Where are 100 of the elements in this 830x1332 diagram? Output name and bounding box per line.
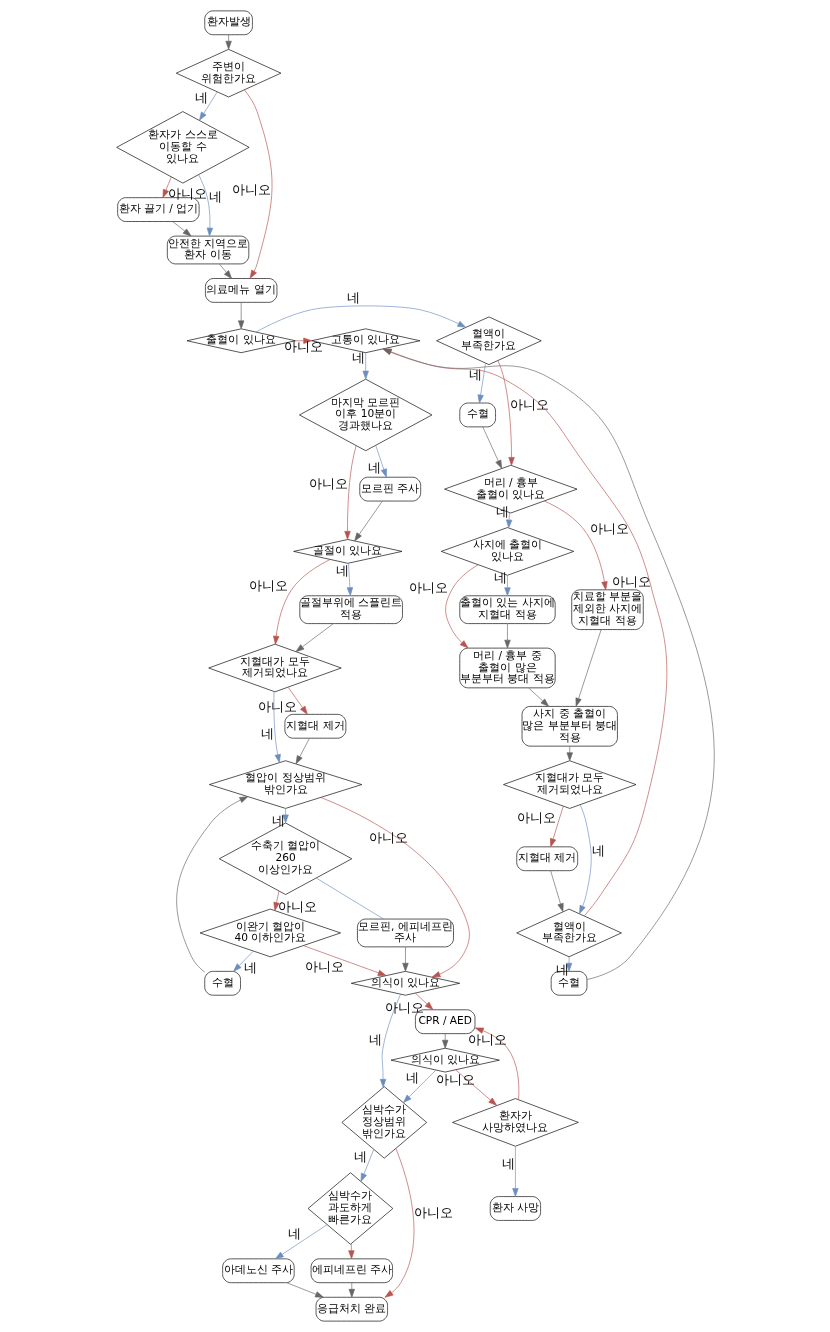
arrow bbox=[302, 945, 386, 976]
arrow bbox=[197, 174, 213, 237]
arrow bbox=[319, 797, 470, 978]
arrow bbox=[477, 362, 486, 404]
edge-label: 아니오 bbox=[589, 521, 629, 537]
arrow bbox=[503, 623, 511, 649]
node-box: 환자 사망 bbox=[489, 1196, 541, 1221]
node-box: 모르핀 주사 bbox=[358, 476, 421, 502]
arrow bbox=[281, 808, 289, 824]
node-box: 환자발생 bbox=[203, 10, 253, 36]
arrow bbox=[295, 738, 310, 765]
edge-label: 아니오 bbox=[467, 1032, 507, 1048]
node-box: 의료메뉴 열기 bbox=[204, 278, 277, 303]
edge-label: 네 bbox=[287, 1225, 301, 1241]
arrow bbox=[566, 745, 573, 762]
edge-label: 네 bbox=[405, 1070, 419, 1086]
edge-label: 네 bbox=[260, 725, 274, 741]
arrow bbox=[402, 1069, 436, 1103]
arrow bbox=[382, 348, 667, 917]
arrow bbox=[379, 994, 401, 1088]
arrow bbox=[382, 348, 715, 980]
edge-label: 아니오 bbox=[308, 476, 348, 492]
arrow bbox=[441, 1033, 448, 1049]
edge-label: 네 bbox=[468, 367, 482, 383]
arrow bbox=[497, 360, 515, 466]
arrow bbox=[171, 221, 191, 237]
arrow bbox=[286, 1282, 324, 1298]
edge-label: 네 bbox=[346, 289, 360, 305]
arrow bbox=[454, 1069, 497, 1106]
node-diamond: 마지막 모르핀 이후 10분이 경과했나요 bbox=[298, 378, 432, 452]
node-box: 치료할 부분을 제외한 사지에 지혈대 적용 bbox=[570, 589, 644, 630]
node-box: 아데노신 주사 bbox=[221, 1258, 294, 1284]
edge-label: 아니오 bbox=[435, 1071, 475, 1087]
arrow bbox=[511, 1146, 519, 1197]
node-box: 에피네프린 주사 bbox=[310, 1258, 393, 1284]
arrow bbox=[401, 946, 409, 972]
arrow bbox=[384, 1148, 414, 1298]
edge-label: 네 bbox=[591, 843, 605, 859]
node-diamond: 혈액이 부족한가요 bbox=[435, 316, 542, 365]
arrow bbox=[578, 804, 592, 914]
arrow bbox=[255, 305, 466, 333]
arrow bbox=[287, 686, 308, 715]
edge-label: 네 bbox=[501, 1155, 515, 1171]
node-diamond: 지혈대가 모두 제거되었나요 bbox=[502, 760, 636, 809]
arrow bbox=[237, 302, 244, 330]
arrow bbox=[353, 500, 383, 542]
node-diamond: 의식이 있나요 bbox=[390, 1047, 500, 1073]
arrow bbox=[232, 950, 253, 972]
arrow bbox=[503, 575, 511, 597]
edge-label: 네 bbox=[368, 1032, 382, 1048]
arrow bbox=[414, 992, 433, 1010]
arrow bbox=[272, 890, 280, 911]
arrow bbox=[527, 687, 549, 707]
arrow bbox=[343, 445, 356, 540]
node-diamond: 혈압이 정상범위 밖인가요 bbox=[208, 760, 362, 809]
edge-label: 아니오 bbox=[257, 699, 297, 715]
node-box: 출혈이 있는 사지에 지혈대 적용 bbox=[458, 595, 555, 624]
arrow bbox=[549, 805, 564, 848]
edge-label: 아니오 bbox=[368, 830, 408, 846]
arrow bbox=[243, 89, 272, 279]
arrow bbox=[294, 337, 312, 344]
edge-label: 아니오 bbox=[248, 578, 288, 594]
node-box: 골절부위에 스플린트 적용 bbox=[298, 595, 403, 624]
edge-label: 아니오 bbox=[304, 959, 344, 975]
node-box: 모르핀, 에피네프린 주사 bbox=[356, 918, 454, 948]
arrow bbox=[347, 1243, 354, 1259]
arrow bbox=[549, 870, 564, 912]
node-box: 응급처치 완료 bbox=[315, 1296, 388, 1322]
node-box: 수혈 bbox=[203, 971, 241, 996]
arrow bbox=[565, 956, 572, 972]
edge-label: 네 bbox=[367, 459, 381, 475]
edge-label: 아니오 bbox=[509, 396, 549, 412]
connector bbox=[315, 877, 384, 920]
arrow bbox=[474, 1027, 519, 1100]
edge-label: 네 bbox=[335, 563, 349, 579]
node-box: 수혈 bbox=[458, 402, 496, 428]
node-box: 머리 / 흉부 중 출혈이 많은 부분부터 붕대 적용 bbox=[458, 647, 555, 689]
arrow bbox=[198, 91, 217, 121]
node-box: 안전한 지역으로 환자 이동 bbox=[166, 235, 249, 265]
arrow bbox=[543, 500, 608, 591]
arrow bbox=[218, 263, 232, 279]
arrow bbox=[175, 796, 248, 973]
arrow bbox=[444, 564, 478, 649]
edge-label: 아니오 bbox=[611, 573, 651, 589]
node-box: 지혈대 제거 bbox=[284, 714, 346, 739]
arrow bbox=[346, 563, 353, 596]
edge-label: 아니오 bbox=[516, 810, 556, 826]
edge-label: 네 bbox=[208, 188, 222, 204]
arrow bbox=[362, 352, 369, 380]
arrow bbox=[374, 445, 387, 478]
node-diamond: 골절이 있나요 bbox=[292, 539, 402, 564]
arrow bbox=[348, 1282, 355, 1298]
edge-label: 네 bbox=[243, 959, 257, 975]
edge-label: 아니오 bbox=[231, 182, 271, 198]
arrow bbox=[225, 34, 232, 50]
node-box: 사지 중 출혈이 많은 부분부터 붕대 적용 bbox=[521, 706, 618, 747]
arrow bbox=[360, 1149, 374, 1182]
edge-label: 아니오 bbox=[408, 580, 448, 596]
arrow bbox=[575, 629, 601, 707]
arrow bbox=[295, 623, 334, 652]
